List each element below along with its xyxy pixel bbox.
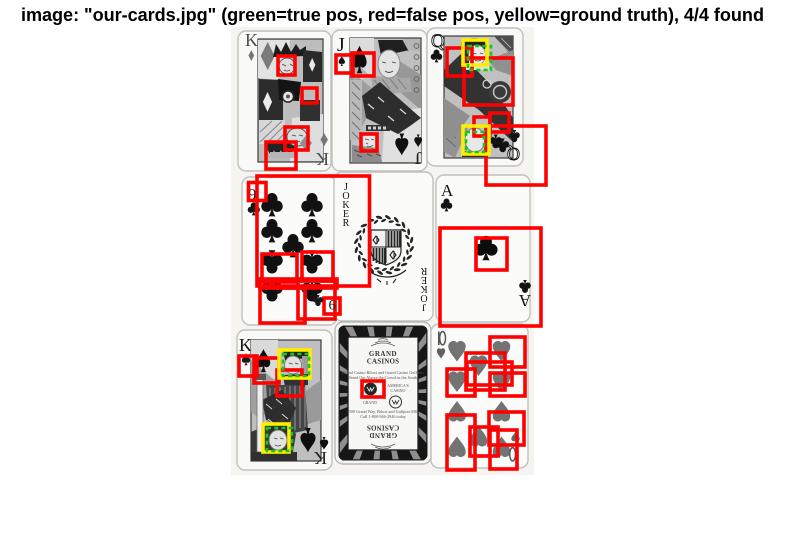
- svg-text:500 Grand Way, Biloxi and Gulf: 500 Grand Way, Biloxi and Gulfport MS: [349, 409, 418, 415]
- svg-text:J: J: [415, 148, 422, 168]
- svg-text:K: K: [316, 149, 329, 169]
- svg-text:O: O: [342, 191, 349, 202]
- svg-text:J: J: [337, 34, 345, 56]
- svg-text:O: O: [420, 292, 427, 303]
- svg-text:A: A: [441, 181, 454, 200]
- svg-text:CASINO: CASINO: [391, 388, 406, 393]
- svg-text:K: K: [342, 200, 350, 211]
- svg-text:9: 9: [248, 185, 257, 204]
- svg-text:R: R: [343, 218, 350, 229]
- svg-text:J: J: [422, 301, 426, 312]
- svg-text:K: K: [420, 283, 428, 294]
- svg-text:9: 9: [329, 296, 337, 312]
- svg-text:K: K: [239, 335, 252, 355]
- svg-text:Q: Q: [431, 31, 445, 52]
- svg-text:E: E: [421, 274, 427, 285]
- svg-text:GRAND: GRAND: [369, 431, 397, 439]
- svg-text:image: "our-cards.jpg" (green=: image: "our-cards.jpg" (green=true pos, …: [21, 5, 764, 25]
- svg-text:AMERICA'S: AMERICA'S: [387, 383, 408, 388]
- svg-text:A: A: [518, 291, 531, 310]
- svg-text:Call 1-800-946-2946 today: Call 1-800-946-2946 today: [360, 414, 406, 419]
- svg-text:CASINOS: CASINOS: [367, 424, 400, 432]
- svg-text:Q: Q: [507, 144, 520, 164]
- svg-text:GRAND: GRAND: [369, 350, 397, 358]
- svg-text:CASINOS: CASINOS: [367, 358, 400, 366]
- svg-text:K: K: [245, 30, 258, 50]
- svg-text:J: J: [344, 182, 348, 193]
- svg-text:Stand Out Above the Crowd in t: Stand Out Above the Crowd in the South: [349, 375, 419, 380]
- svg-text:E: E: [343, 209, 349, 220]
- svg-text:K: K: [314, 448, 327, 468]
- svg-text:R: R: [420, 265, 427, 276]
- svg-text:Grand Casino Biloxi and Grand: Grand Casino Biloxi and Grand Casino Gul…: [342, 370, 424, 375]
- svg-text:GRAND: GRAND: [363, 400, 377, 405]
